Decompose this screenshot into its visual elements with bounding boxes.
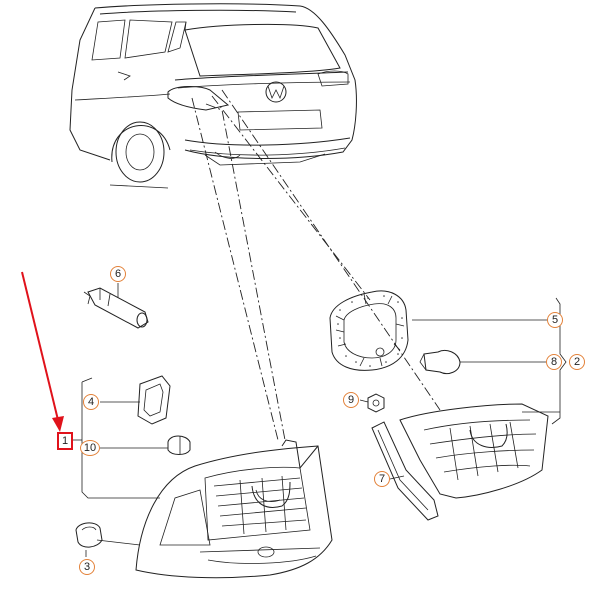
callout-2[interactable]: 2 [569,354,585,370]
bulb-socket-part [83,287,149,329]
vehicle-illustration [69,3,357,189]
bulb-part [167,435,191,455]
callout-4-label: 4 [87,395,95,408]
vw-logo [265,81,287,103]
leader-line-gasket [221,89,441,411]
trim-panel-part [371,421,439,521]
highlight-arrow [21,271,64,432]
callout-7-label: 7 [378,472,386,485]
callout-10-label: 10 [83,441,97,454]
callout-5-label: 5 [551,313,559,326]
callout-1-highlighted[interactable]: 1 [57,432,73,450]
small-gasket-part [137,375,171,425]
callout-1-label: 1 [61,435,69,447]
large-gasket-part [329,290,409,371]
callout-8[interactable]: 8 [546,354,562,370]
callout-9[interactable]: 9 [343,392,359,408]
callout-7[interactable]: 7 [374,471,390,487]
callout-10[interactable]: 10 [80,440,100,456]
callout-6-label: 6 [114,267,122,280]
callout-2-label: 2 [573,355,581,368]
callout-5[interactable]: 5 [547,312,563,328]
leader-line-left-lamp [191,97,279,441]
leader-lines [72,297,567,557]
callout-3-label: 3 [83,560,91,573]
right-bulb-part [419,349,461,375]
leader-line-right-lamp [211,95,371,301]
callout-3[interactable]: 3 [79,559,95,575]
callout-4[interactable]: 4 [83,394,99,410]
nut-part [367,393,385,413]
inner-tail-lamp-part [399,403,549,499]
callout-8-label: 8 [550,355,558,368]
callout-9-label: 9 [347,393,355,406]
callout-6[interactable]: 6 [110,266,126,282]
cover-cap-part [75,522,103,548]
outer-tail-lamp-part [135,439,333,579]
leader-line-left-lamp-2 [205,103,286,441]
